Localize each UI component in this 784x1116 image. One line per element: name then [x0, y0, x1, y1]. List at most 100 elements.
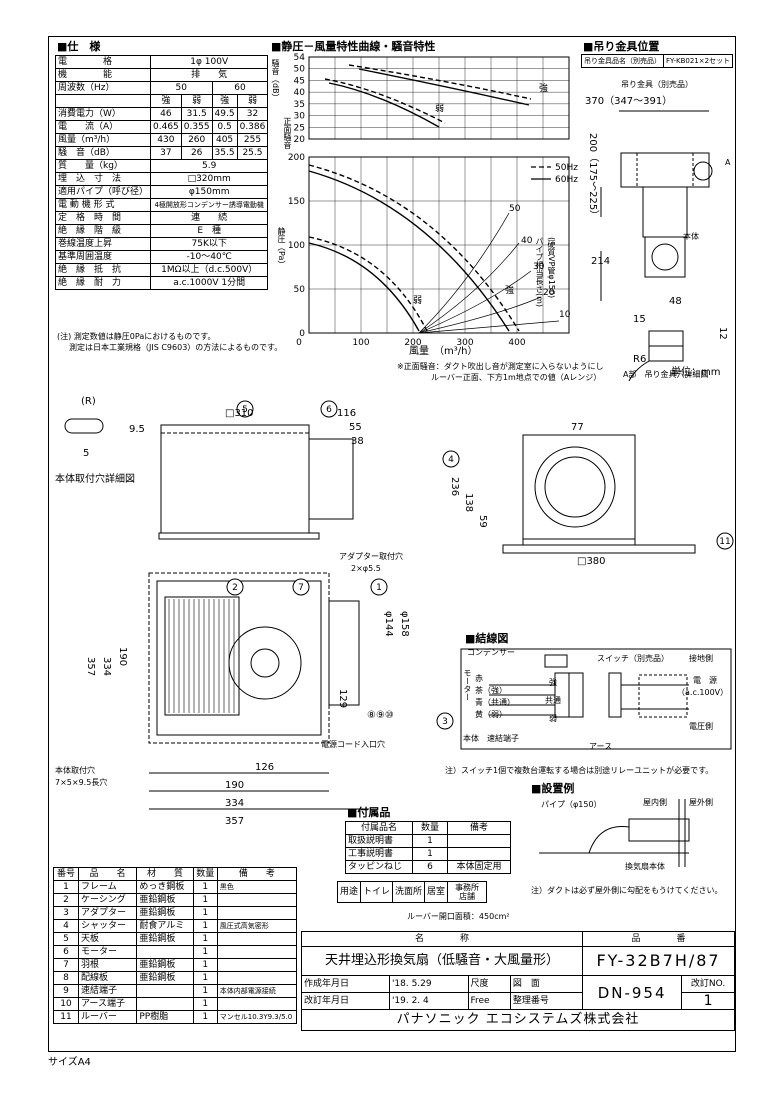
acc-cell — [447, 834, 511, 848]
dim-158: φ158 — [399, 611, 410, 637]
hanger-r6: R6 — [633, 354, 647, 365]
spec-value: 0.355 — [180, 120, 213, 134]
adapter-hole-dim: 2×φ5.5 — [351, 564, 381, 573]
noise-weak-label: 弱 — [435, 103, 444, 114]
pq-weak-60 — [308, 242, 420, 332]
parts-cell: アダプター — [77, 906, 138, 920]
product-name: 天井埋込形換気扇（低騒音・大風量形） — [300, 946, 584, 976]
pipe-resistance-curve — [418, 212, 510, 334]
dim-334b: 334 — [225, 798, 245, 809]
x-tick: 200 — [404, 338, 421, 348]
parts-cell: マンセル10.3Y9.3/5.0 — [216, 1010, 298, 1024]
product-model: FY-32B7H/87 — [582, 946, 735, 976]
parts-cell: 2 — [53, 893, 79, 907]
noise-tick: 54 — [294, 53, 306, 63]
acc-header: 付属品名 — [345, 821, 413, 835]
spec-value: □320mm — [150, 172, 269, 186]
noise-tick: 35 — [294, 100, 305, 110]
pipe-length-value: 10 — [559, 310, 571, 320]
spec-value: 26 — [180, 146, 213, 160]
legend-50hz: 50Hz — [555, 163, 578, 173]
dim-59: 59 — [477, 515, 488, 528]
parts-cell: フレーム — [77, 880, 138, 894]
wiring-heading: ■結線図 — [465, 632, 509, 645]
noise-axis-label: 騒音（dB） — [271, 59, 280, 102]
parts-cell: 11 — [53, 1010, 79, 1024]
r-label: (R) — [81, 396, 96, 407]
balloon-number: 6 — [326, 405, 332, 415]
install-heading: ■設置例 — [531, 782, 575, 795]
parts-cell: シャッター — [77, 919, 138, 933]
parts-cell: ケーシング — [77, 893, 138, 907]
parts-cell — [216, 997, 298, 1011]
acc-cell: 工事説明書 — [345, 847, 413, 861]
acc-cell: 1 — [412, 847, 448, 861]
parts-cell — [216, 958, 298, 972]
terminal-common: 共通 — [545, 696, 561, 705]
parts-cell: 亜鉛鋼板 — [136, 958, 194, 972]
parts-cell: 速結端子 — [77, 984, 138, 998]
spec-value: 0.465 — [150, 120, 182, 134]
balloon-group-8-9-10: ⑧⑨⑩ — [367, 710, 394, 721]
balloon — [226, 578, 244, 596]
parts-cell: めっき鋼板 — [136, 880, 194, 894]
balloon — [436, 712, 454, 730]
balloon-number: 1 — [376, 583, 382, 593]
parts-cell: 3 — [53, 906, 79, 920]
spec-value: 0.386 — [236, 120, 269, 134]
wiring-body-terminal: 本体 速結端子 — [463, 734, 519, 743]
spec-label: 適用パイプ（呼び径） — [54, 185, 152, 199]
parts-cell — [216, 893, 298, 907]
pipe-length-value: 50 — [509, 204, 521, 214]
rev-number: 1 — [681, 992, 735, 1010]
spec-label: 機 能 — [54, 68, 152, 82]
wiring-diagram — [460, 648, 732, 750]
spec-value: 強 — [211, 94, 238, 108]
revised-date: '19. 2. 4 — [388, 992, 469, 1010]
parts-header: 番号 — [53, 867, 79, 881]
pipe-length-sub: (硬質VP管φ150) — [547, 237, 556, 299]
spec-value: 連 続 — [150, 211, 269, 225]
parts-cell — [216, 932, 298, 946]
acc-cell: 本体固定用 — [447, 860, 511, 874]
spec-label — [54, 94, 152, 108]
drawing-number: DN-954 — [582, 975, 683, 1010]
wire-yellow: 黄（弱） — [475, 710, 507, 719]
hanger-dim-12: 12 — [717, 327, 728, 340]
parts-cell — [216, 971, 298, 985]
created-date: '18. 5.29 — [388, 975, 469, 993]
legend-60hz: 60Hz — [555, 175, 578, 185]
dim-129: 129 — [337, 689, 348, 709]
spec-label: 周波数（Hz） — [54, 81, 152, 95]
dim-9-5: 9.5 — [129, 424, 145, 435]
x-tick: 300 — [456, 338, 473, 348]
balloon-number: 5 — [242, 405, 248, 415]
spec-label: 電 格 — [54, 55, 152, 69]
spec-value: 1MΩ以上（d.c.500V） — [150, 263, 269, 277]
balloon — [370, 578, 388, 596]
spec-value: -10～40℃ — [150, 250, 269, 264]
parts-cell: 耐食アルミ — [136, 919, 194, 933]
scale-value: Free — [467, 992, 511, 1010]
noise-tick: 50 — [294, 65, 306, 75]
acc-cell — [447, 847, 511, 861]
pipe-resistance-curve — [418, 242, 520, 334]
parts-cell: 9 — [53, 984, 79, 998]
rev-label: 改訂NO. — [681, 975, 735, 993]
pressure-tick: 0 — [299, 329, 305, 339]
reg-label: 整理番号 — [509, 992, 584, 1010]
spec-value: 37 — [150, 146, 182, 160]
install-note: 注）ダクトは必ず屋外側に勾配をもうけてください。 — [531, 886, 723, 895]
parts-cell: 天板 — [77, 932, 138, 946]
hanger-dim-15: 15 — [633, 314, 646, 325]
balloon-number: 11 — [719, 537, 730, 547]
hole-detail-caption: 本体取付穴詳細図 — [55, 474, 135, 485]
spec-label: 絶 縁 耐 力 — [54, 276, 152, 290]
title-block: 名 称 品 番 天井埋込形換気扇（低騒音・大風量形） FY-32B7H/87 作… — [300, 931, 735, 1031]
parts-header: 数量 — [192, 867, 218, 881]
